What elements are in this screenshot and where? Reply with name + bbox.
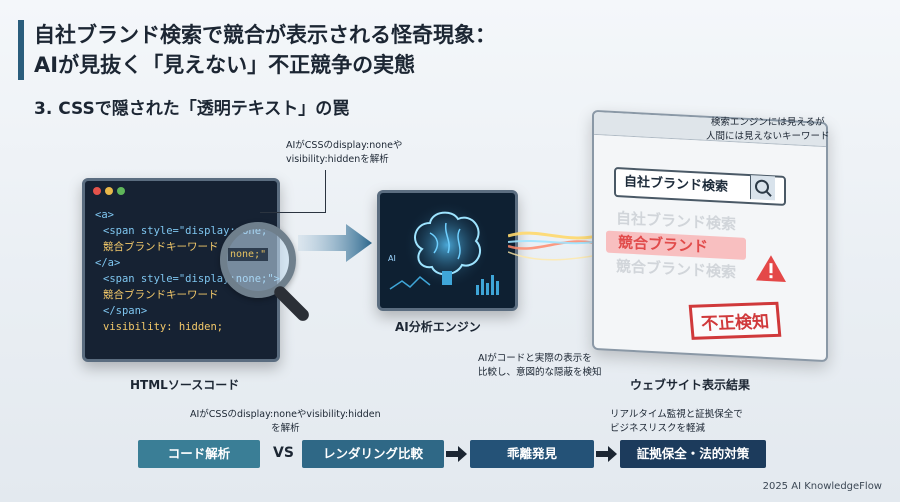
ai-engine-caption: AI分析エンジン — [395, 320, 481, 334]
flow-arrow-icon — [446, 446, 467, 462]
browser-note-line-1: 検索エンジンには見えるが — [710, 117, 825, 128]
compare-note: AIがコードと実際の表示を 比較し、意図的な隠蔽を検知 — [478, 352, 602, 380]
hidden-text-ghost-2: 競合ブランド検索 — [616, 257, 737, 282]
code-line: 競合ブランドキーワード — [103, 241, 219, 253]
compare-note-line-2: 比較し、意図的な隠蔽を検知 — [478, 367, 602, 378]
ai-engine-panel — [377, 190, 518, 311]
code-line: visibility: hidden; — [103, 321, 224, 333]
css-analysis-note: AIがCSSのdisplay:noneや visibility:hiddenを解… — [286, 139, 402, 167]
flow-right-note-line-2: ビジネスリスクを軽減 — [610, 423, 706, 434]
title-block: 自社ブランド検索で競合が表示される怪奇現象： AIが見抜く「見えない」不正競争の… — [18, 20, 496, 80]
footer-credit: 2025 AI KnowledgeFlow — [762, 481, 882, 492]
flow-step-gap-found: 乖離発見 — [470, 440, 594, 468]
magnified-code-text: none;" — [228, 248, 269, 261]
title-line-1: 自社ブランド検索で競合が表示される怪奇現象： — [34, 23, 496, 47]
vs-label: VS — [273, 445, 294, 461]
website-result-caption: ウェブサイト表示結果 — [630, 378, 751, 392]
code-line: <a> — [95, 209, 114, 221]
hidden-text-ghost-1: 自社ブランド検索 — [616, 209, 737, 234]
callout-line-horizontal — [260, 212, 326, 213]
code-line: </span> — [103, 305, 148, 317]
browser-note: 検索エンジンには見えるが 人間には見えないキーワード — [706, 116, 830, 144]
fraud-detected-stamp: 不正検知 — [688, 301, 782, 340]
title-line-2: AIが見抜く「見えない」不正競争の実態 — [34, 53, 416, 77]
css-note-line-1: AIがCSSのdisplay:noneや — [286, 140, 403, 151]
website-result-browser: 自社ブランド検索 自社ブランド検索 競合ブランド検索 競合ブランド 不正検知 — [592, 109, 828, 363]
window-controls — [93, 187, 125, 195]
html-source-caption: HTMLソースコード — [130, 378, 240, 392]
css-note-line-2: visibility:hiddenを解析 — [286, 154, 389, 165]
flow-step-render-compare: レンダリング比較 — [302, 440, 444, 468]
warning-icon — [756, 255, 786, 282]
code-line: </a> — [95, 257, 121, 269]
flow-left-note-line-2: を解析 — [271, 423, 300, 434]
subtitle: 3. CSSで隠された「透明テキスト」の罠 — [34, 99, 350, 119]
ai-chip-label: AI — [388, 254, 396, 263]
brain-icon — [389, 201, 499, 295]
callout-line-vertical — [325, 170, 326, 212]
flow-left-note-line-1: AIがCSSのdisplay:noneやvisibility:hidden — [190, 409, 381, 420]
compare-note-line-1: AIがコードと実際の表示を — [478, 353, 592, 364]
highlighted-competitor-text: 競合ブランド — [618, 233, 709, 256]
flow-step-code-analysis: コード解析 — [138, 440, 260, 468]
close-dot-icon — [93, 187, 101, 195]
browser-note-line-2: 人間には見えないキーワード — [706, 131, 830, 142]
search-icon[interactable] — [750, 175, 775, 201]
flow-left-note: AIがCSSのdisplay:noneやvisibility:hidden を解… — [190, 408, 381, 436]
minimize-dot-icon — [105, 187, 113, 195]
maximize-dot-icon — [117, 187, 125, 195]
right-arrow-icon — [298, 224, 372, 262]
flow-right-note: リアルタイム監視と証拠保全で ビジネスリスクを軽減 — [610, 408, 743, 436]
flow-arrow-icon — [596, 446, 617, 462]
light-beam-graphic — [508, 231, 604, 261]
flow-right-note-line-1: リアルタイム監視と証拠保全で — [610, 409, 743, 420]
code-line: 競合ブランドキーワード — [103, 289, 219, 301]
flow-step-evidence-legal: 証拠保全・法的対策 — [620, 440, 766, 468]
